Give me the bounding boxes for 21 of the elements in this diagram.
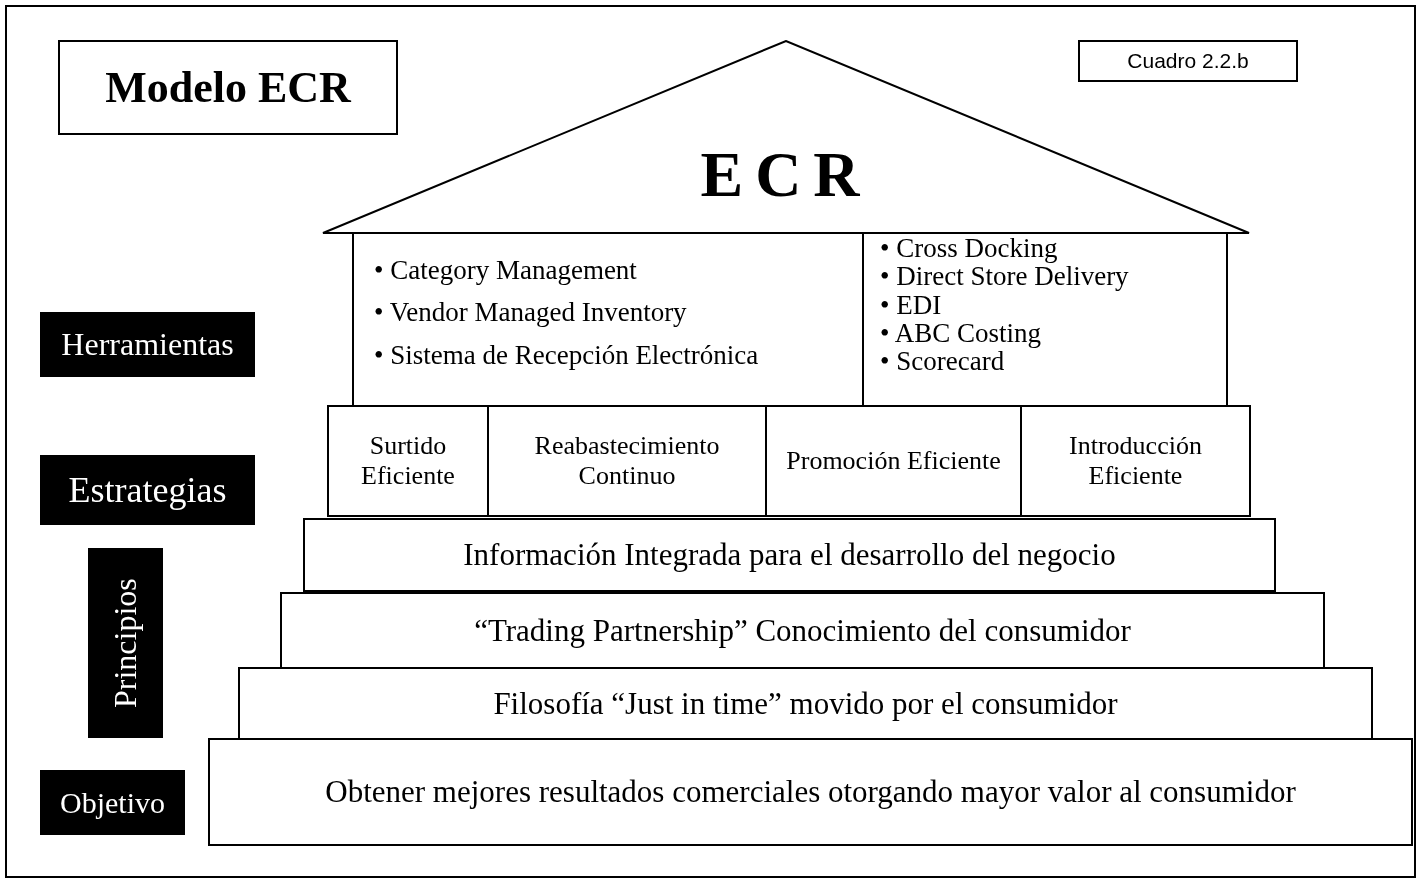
principle-band: Información Integrada para el desarrollo del negocio: [303, 518, 1276, 592]
title-box: Modelo ECR: [58, 40, 398, 135]
bullet-item: • Vendor Managed Inventory: [374, 298, 688, 327]
bullet-item: • Direct Store Delivery: [880, 262, 1129, 291]
bullet-item: • ABC Costing: [880, 319, 1042, 348]
strategy-box: Introducción Eficiente: [1020, 405, 1251, 517]
figure-number-box: Cuadro 2.2.b: [1078, 40, 1298, 82]
principle-band: “Trading Partnership” Conocimiento del consumidor: [280, 592, 1325, 669]
layer-label: Herramientas: [40, 312, 255, 377]
principle-band: Filosofía “Just in time” movido por el consumidor: [238, 667, 1373, 740]
layer-label: Objetivo: [40, 770, 185, 835]
objective-band: Obtener mejores resultados comerciales otorgando mayor valor al consumidor: [208, 738, 1413, 846]
layer-label: Principios: [88, 548, 163, 738]
strategy-box: Surtido Eficiente: [327, 405, 489, 517]
bullet-item: • Category Management: [374, 256, 638, 285]
layer-label: Estrategias: [40, 455, 255, 525]
bullet-item: • Scorecard: [880, 347, 1005, 376]
bullet-item: • EDI: [880, 290, 943, 320]
roof-title: ECR: [700, 138, 872, 212]
bullet-item: • Sistema de Recepción Electrónica: [374, 340, 759, 369]
bullet-item: • Cross Docking: [880, 234, 1059, 263]
